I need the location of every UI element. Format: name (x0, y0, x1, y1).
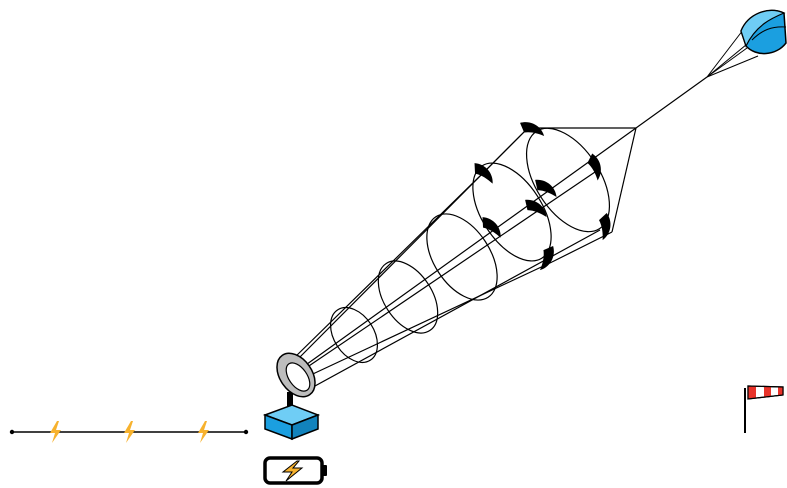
tether-line (303, 229, 601, 393)
lightning-icon (50, 421, 61, 443)
power-line (9, 421, 249, 443)
rotor-blade (587, 153, 601, 181)
tether-line (299, 169, 599, 373)
tether-line (291, 171, 485, 361)
rotor-ring (329, 306, 379, 364)
tether-line (295, 127, 637, 373)
rotor-ring (426, 213, 498, 301)
rotor-blade (474, 163, 493, 184)
windsock-icon (744, 385, 784, 433)
rotor-blade (539, 246, 554, 271)
rotor-blade (599, 213, 611, 241)
lightning-icon (124, 421, 135, 443)
parachute-kite-icon (706, 9, 787, 78)
tether-line (611, 127, 637, 233)
rotor-ring (377, 260, 439, 334)
tether-line (635, 76, 708, 129)
tether-line (299, 261, 553, 381)
rotor-blade (525, 199, 547, 217)
lightning-icon (198, 421, 209, 443)
ground-station-icon (262, 392, 321, 441)
rotor-blade (535, 179, 557, 197)
tether-line (483, 127, 529, 173)
rotor-blade (520, 122, 545, 137)
ground-ring (276, 352, 316, 398)
tether-line (551, 231, 613, 263)
rotor-rings (329, 127, 611, 364)
rotor-blades (474, 122, 611, 271)
rotor-blade (482, 217, 501, 238)
battery-icon (263, 456, 327, 485)
